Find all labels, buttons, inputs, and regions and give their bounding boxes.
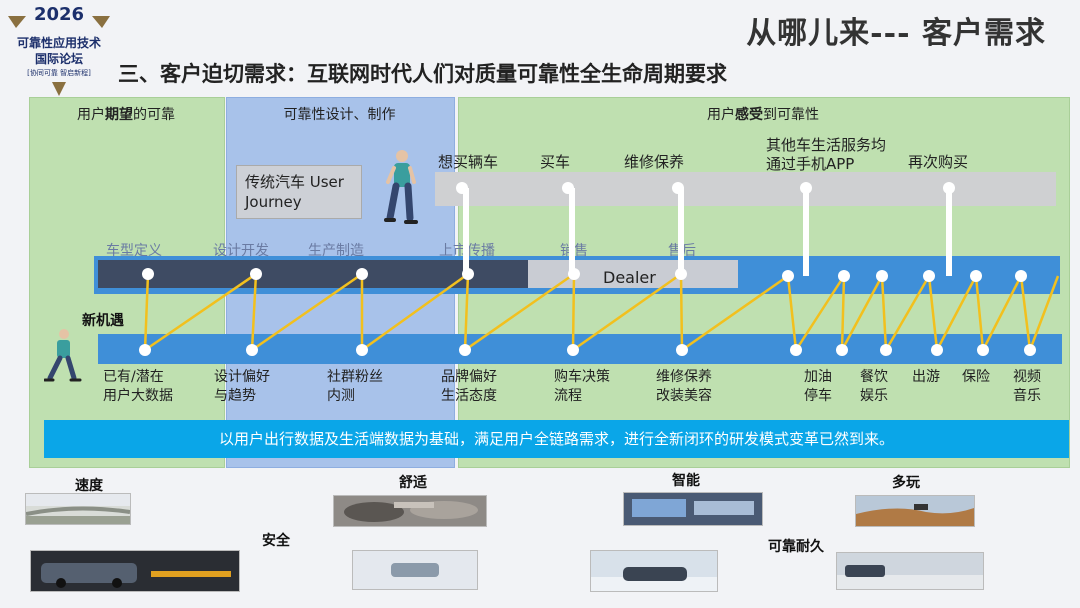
opportunity-label: 品牌偏好 生活态度 — [441, 369, 497, 404]
logo-line2: 国际论坛 — [34, 52, 83, 66]
smart-cockpit-photo — [623, 492, 763, 526]
new-opportunity-band — [98, 334, 1062, 364]
logo: 2026 可靠性应用技术 国际论坛 [协同可靠 智启新程] — [0, 0, 118, 100]
top-stage-label: 买车 — [540, 153, 571, 171]
dealer-box — [528, 260, 738, 288]
opportunity-label: 已有/潜在 用户大数据 — [103, 369, 173, 404]
road-test-photo — [836, 552, 984, 590]
caption-comfort: 舒适 — [399, 475, 427, 491]
caption-speed: 速度 — [75, 478, 103, 494]
panel-expectation-title: 用户期望的可靠 — [77, 107, 175, 123]
mid-stage-label: 车型定义 — [106, 243, 162, 259]
safety-photo — [352, 550, 478, 590]
dealer-label: Dealer — [603, 268, 656, 287]
logo-frame-icon — [8, 16, 110, 96]
logo-year: 2026 — [33, 4, 85, 25]
logo-line3: [协同可靠 智启新程] — [27, 69, 91, 77]
top-stage-label: 再次购买 — [908, 153, 969, 171]
mid-stage-label: 生产制造 — [308, 243, 364, 259]
durability-test-photo — [590, 550, 718, 592]
opportunity-label: 维修保养 改装美容 — [656, 369, 712, 404]
opportunity-label: 出游 — [912, 369, 940, 385]
offroad-photo — [855, 495, 975, 527]
page-title: 从哪儿来--- 客户需求 — [746, 16, 1046, 51]
panel-design-title: 可靠性设计、制作 — [283, 107, 396, 123]
opportunity-label: 餐饮 娱乐 — [860, 369, 888, 404]
new-opportunity-label: 新机遇 — [82, 313, 124, 329]
opportunity-label: 社群粉丝 内测 — [327, 369, 383, 404]
zigzag-path — [143, 271, 1060, 355]
opportunity-label: 购车决策 流程 — [554, 369, 610, 404]
test-track-photo — [25, 493, 131, 525]
panel-perception-title: 用户感受到可靠性 — [707, 107, 819, 123]
opportunity-label: 加油 停车 — [804, 369, 832, 404]
summary-banner: 以用户出行数据及生活端数据为基础，满足用户全链路需求，进行全新闭环的研发模式变革… — [44, 420, 1069, 458]
crash-test-photo — [30, 550, 240, 592]
opportunity-label: 设计偏好 与趋势 — [214, 369, 270, 404]
stage-dots — [139, 182, 1036, 356]
vertical-connectors — [463, 188, 952, 276]
caption-fun: 多玩 — [892, 475, 920, 491]
walking-person-icon — [44, 329, 82, 382]
caption-durability: 可靠耐久 — [768, 539, 824, 555]
interior-photo — [333, 495, 487, 527]
walking-person-icon — [384, 150, 418, 224]
opportunity-label: 保险 — [962, 369, 990, 385]
top-stage-label: 维修保养 — [624, 153, 685, 171]
top-stage-label: 其他车生活服务均 通过手机APP — [766, 136, 887, 173]
user-journey-box: 传统汽车 User Journey — [236, 165, 362, 219]
logo-line1: 可靠性应用技术 — [16, 36, 101, 50]
opportunity-label: 视频 音乐 — [1013, 369, 1041, 404]
top-stage-label: 想买辆车 — [438, 153, 499, 171]
caption-safety: 安全 — [262, 533, 290, 549]
caption-smart: 智能 — [672, 473, 700, 489]
page-subtitle: 三、客户迫切需求：互联网时代人们对质量可靠性全生命周期要求 — [118, 61, 727, 86]
mid-stage-label: 设计开发 — [213, 243, 269, 259]
